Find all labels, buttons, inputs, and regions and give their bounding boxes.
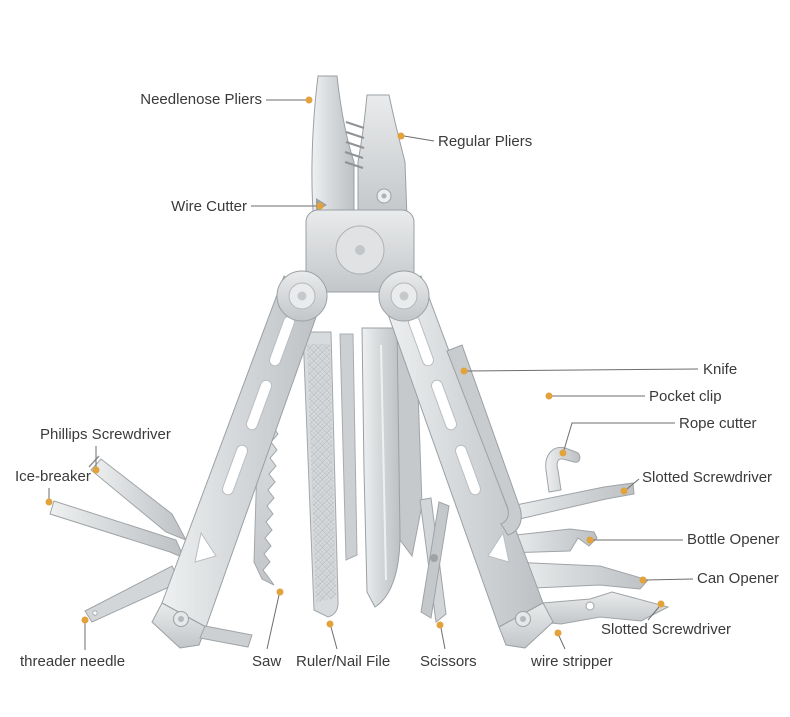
- callout-bottle-opener: [586, 536, 683, 544]
- callout-dot: [397, 132, 405, 140]
- label-pocket-clip: Pocket clip: [649, 388, 722, 405]
- label-regular-pliers: Regular Pliers: [438, 133, 533, 150]
- callout-slotted-screwdriver-lower: [647, 600, 665, 621]
- knife-blade: [361, 327, 401, 608]
- callout-dot: [436, 621, 444, 629]
- callout-scissors: [436, 621, 446, 650]
- left-handle: [151, 275, 322, 649]
- ice-breaker-awl: [49, 500, 185, 559]
- label-phillips-screwdriver: Phillips Screwdriver: [40, 426, 171, 443]
- label-scissors: Scissors: [420, 653, 477, 670]
- callout-dot: [545, 392, 553, 400]
- callout-wire-stripper: [554, 629, 566, 650]
- pliers-head: [305, 75, 415, 293]
- callout-ruler-nail-file: [326, 620, 338, 650]
- rope-cutter-hook: [545, 446, 581, 493]
- label-bottle-opener: Bottle Opener: [687, 531, 780, 548]
- label-slotted-screwdriver-lower: Slotted Screwdriver: [601, 621, 732, 638]
- callout-saw: [266, 588, 284, 650]
- bottle-opener-tool: [504, 528, 598, 554]
- label-wire-cutter: Wire Cutter: [171, 198, 247, 215]
- nail-file: [302, 331, 339, 618]
- callout-can-opener: [639, 576, 694, 584]
- right-handle: [383, 275, 554, 649]
- handle-pivots: [276, 270, 430, 322]
- label-ruler-nail-file: Ruler/Nail File: [296, 653, 391, 670]
- label-threader-needle: threader needle: [20, 653, 126, 670]
- callout-threader-needle: [81, 616, 89, 650]
- gripping-teeth: [344, 121, 365, 169]
- scissors-tool: [419, 497, 450, 623]
- callout-dot: [586, 536, 594, 544]
- callout-rope-cutter: [559, 422, 675, 457]
- pocket-clip-part: [446, 344, 522, 536]
- callout-dot: [276, 588, 284, 596]
- callout-dot: [620, 487, 628, 495]
- label-slotted-screwdriver-upper: Slotted Screwdriver: [642, 469, 773, 486]
- label-knife: Knife: [703, 361, 738, 378]
- callout-wire-cutter: [251, 202, 324, 210]
- callout-dot: [45, 498, 53, 506]
- callout-regular-pliers: [397, 132, 435, 142]
- callout-dot: [460, 367, 468, 375]
- callout-dot: [316, 202, 324, 210]
- callout-dot: [92, 466, 100, 474]
- callout-pocket-clip: [545, 392, 645, 400]
- callout-slotted-screwdriver-upper: [620, 478, 640, 495]
- callout-dot: [639, 576, 647, 584]
- label-needlenose-pliers: Needlenose Pliers: [140, 91, 262, 108]
- callout-dot: [559, 449, 567, 457]
- callout-phillips-screwdriver: [92, 446, 100, 474]
- callout-ice-breaker: [45, 488, 53, 506]
- label-saw: Saw: [252, 653, 282, 670]
- label-ice-breaker: Ice-breaker: [15, 468, 91, 485]
- callout-dot: [305, 96, 313, 104]
- callout-needlenose-pliers: [266, 96, 313, 104]
- callout-knife: [460, 367, 699, 375]
- slotted-screwdriver-small-with-wire-stripper: [539, 591, 670, 625]
- callout-dot: [554, 629, 562, 637]
- label-can-opener: Can Opener: [697, 570, 779, 587]
- label-rope-cutter: Rope cutter: [679, 415, 757, 432]
- slotted-screwdriver-large: [502, 482, 635, 524]
- label-wire-stripper: wire stripper: [531, 653, 613, 670]
- ruler-strip: [339, 333, 358, 561]
- callout-dot: [657, 600, 665, 608]
- callout-dot: [81, 616, 89, 624]
- callout-dot: [326, 620, 334, 628]
